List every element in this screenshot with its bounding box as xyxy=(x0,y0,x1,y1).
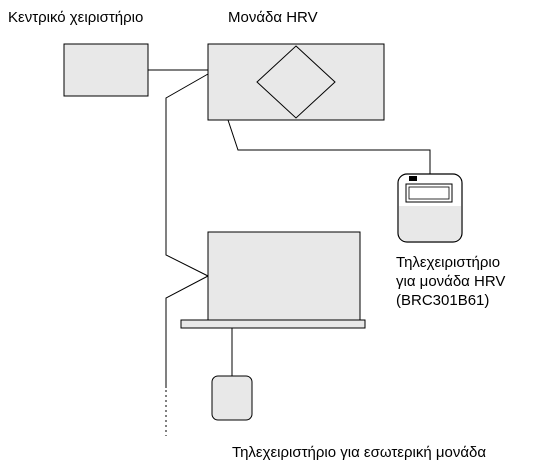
bus-line xyxy=(165,73,209,277)
hrv-remote-screen-inner xyxy=(408,186,450,200)
hrv-remote-lower-panel xyxy=(399,206,461,241)
indoor-remote-box xyxy=(211,375,253,421)
central-controller-label: Κεντρικό χειριστήριο xyxy=(8,9,144,26)
hrv-remote-label-line2: για μονάδα HRV xyxy=(396,273,506,290)
bus-continuation-line xyxy=(165,275,209,388)
hrv-remote-label-line1: Τηλεχειριστήριο xyxy=(396,254,501,271)
indoor-unit-base xyxy=(180,319,366,329)
hrv-unit-label: Μονάδα HRV xyxy=(228,9,318,26)
hrv-to-remote-line xyxy=(227,119,431,174)
indoor-remote-label: Τηλεχειριστήριο για εσωτερική μονάδα xyxy=(232,444,487,461)
hrv-remote-indicator xyxy=(409,176,417,181)
hrv-remote-label-line3: (BRC301B61) xyxy=(396,292,490,309)
central-controller-box xyxy=(63,43,149,97)
indoor-unit-box xyxy=(207,231,361,321)
hrv-diamond-symbol xyxy=(256,45,336,119)
